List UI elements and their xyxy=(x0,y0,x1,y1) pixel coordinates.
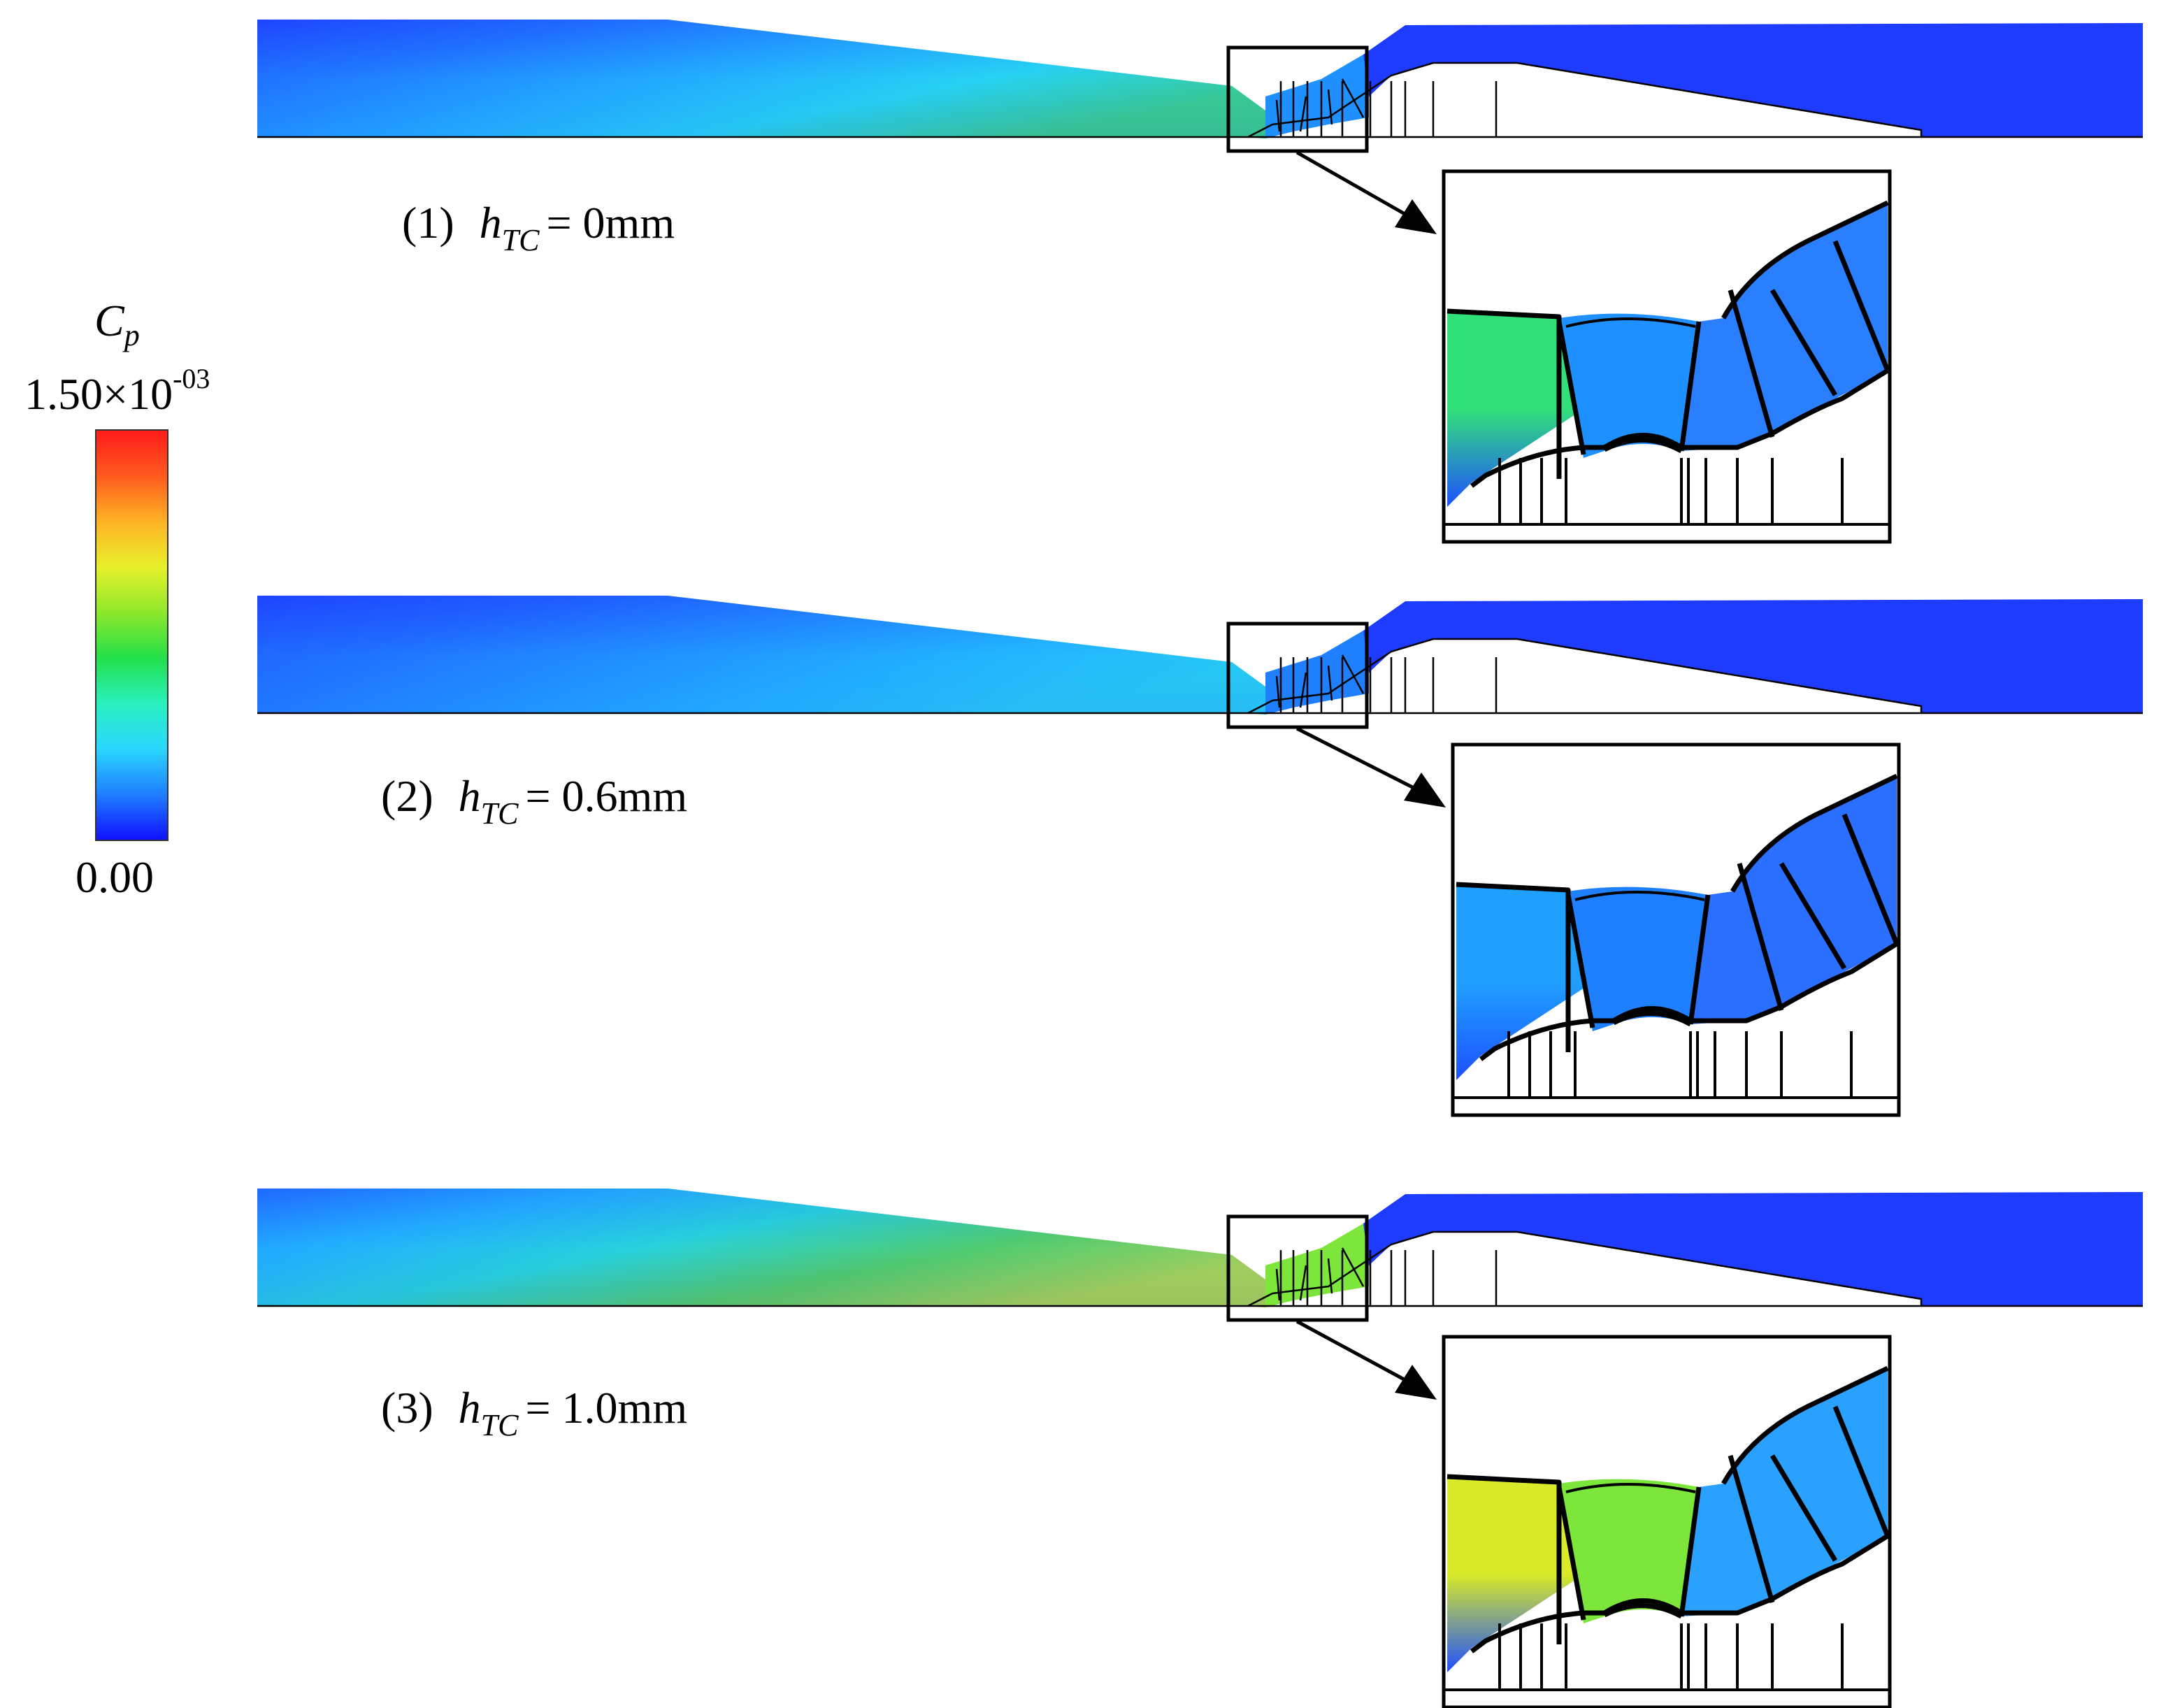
inset-inflow-region xyxy=(1447,1477,1584,1672)
inset-stator-vanes xyxy=(1721,1365,1890,1603)
inset-stator-vanes xyxy=(1721,200,1890,438)
zoom-inset xyxy=(1442,1335,1892,1708)
inset-inflow-region xyxy=(1447,311,1584,507)
inflow-shading xyxy=(257,1189,1265,1307)
hub-wireframe xyxy=(257,62,2143,138)
inset-rotor-blade-passage xyxy=(1559,1479,1699,1623)
inset-hub-line xyxy=(1470,368,1889,488)
case-label-subscript: TC xyxy=(481,796,519,831)
inset-rotor-tip xyxy=(1565,1483,1696,1493)
case-1: (1) hTC= 0mm xyxy=(257,20,2143,544)
colorbar-legend: Cp 1.50×10-03 0.00 xyxy=(24,296,210,902)
inset-rotor-blade xyxy=(1556,321,1702,455)
inset-inlet-wall xyxy=(1446,308,1562,479)
inflow-shading xyxy=(257,596,1265,715)
case-label-prefix: (3) xyxy=(381,1383,433,1433)
legend-min-label: 0.00 xyxy=(76,852,154,902)
case-label-symbol: h xyxy=(480,198,502,247)
legend-symbol: C xyxy=(94,296,125,345)
inset-rotor-blade xyxy=(1556,1486,1702,1621)
inset-inlet-wall xyxy=(1456,882,1571,1052)
case-label-prefix: (2) xyxy=(381,771,433,821)
zoom-arrow xyxy=(1295,1319,1417,1388)
inset-hub-line xyxy=(1479,942,1898,1061)
zoom-frame xyxy=(1226,622,1369,729)
case-label-prefix: (1) xyxy=(402,198,454,247)
zoom-frame xyxy=(1226,45,1369,153)
outlet-duct xyxy=(1363,599,2143,713)
zoom-inset xyxy=(1442,169,1892,544)
legend-symbol-sub: p xyxy=(122,318,140,352)
inset-stator-passage xyxy=(1690,776,1897,1024)
arrow-head xyxy=(1404,773,1446,808)
zoom-arrow xyxy=(1295,726,1426,796)
legend-max-label: 1.50×10 xyxy=(24,369,173,419)
hub-wireframe xyxy=(257,638,2143,715)
cases-group: (1)hTC= 0mm(2)hTC= 0.6mm(3)hTC= 1.0mm xyxy=(257,20,2143,1708)
case-label-symbol: h xyxy=(459,1383,481,1433)
inset-stator-passage xyxy=(1681,1368,1888,1616)
outlet-duct xyxy=(1363,1192,2143,1306)
arrow-head xyxy=(1395,199,1437,234)
case-label: (2) hTC= 0.6mm xyxy=(381,771,687,831)
svg-text:1.50×10-03: 1.50×10-03 xyxy=(24,363,210,419)
case-label-subscript: TC xyxy=(481,1408,519,1442)
case-label: (1) hTC= 0mm xyxy=(402,198,675,257)
case-label-value: = 0mm xyxy=(546,198,675,247)
svg-text:Cp: Cp xyxy=(94,296,140,352)
zoom-arrow xyxy=(1295,150,1417,222)
case-3: (3) hTC= 1.0mm xyxy=(257,1189,2143,1708)
inset-stator-passage xyxy=(1681,203,1888,451)
zoom-inset xyxy=(1451,742,1901,1117)
outlet-duct xyxy=(1363,23,2143,137)
inset-inflow-region xyxy=(1456,884,1593,1080)
arrow-head xyxy=(1395,1365,1437,1400)
inset-rotor-blade xyxy=(1565,894,1711,1028)
case-label: (3) hTC= 1.0mm xyxy=(381,1383,687,1442)
inset-inlet-wall xyxy=(1446,1474,1562,1644)
inset-rotor-blade-passage xyxy=(1568,887,1708,1031)
inset-rotor-tip xyxy=(1574,891,1705,901)
inset-rotor-tip xyxy=(1565,317,1696,328)
case-2: (2) hTC= 0.6mm xyxy=(257,596,2143,1117)
inset-stator-vanes xyxy=(1730,773,1900,1011)
case-label-symbol: h xyxy=(459,771,481,821)
inset-rotor-blade-passage xyxy=(1559,313,1699,458)
inflow-shading xyxy=(257,20,1265,138)
case-label-subscript: TC xyxy=(502,223,540,257)
colorbar xyxy=(95,429,168,841)
case-label-value: = 0.6mm xyxy=(525,771,687,821)
hub-wireframe xyxy=(257,1230,2143,1307)
zoom-frame xyxy=(1226,1214,1369,1322)
case-label-value: = 1.0mm xyxy=(525,1383,687,1433)
legend-max-exponent: -03 xyxy=(173,363,210,394)
inset-hub-line xyxy=(1470,1534,1889,1653)
